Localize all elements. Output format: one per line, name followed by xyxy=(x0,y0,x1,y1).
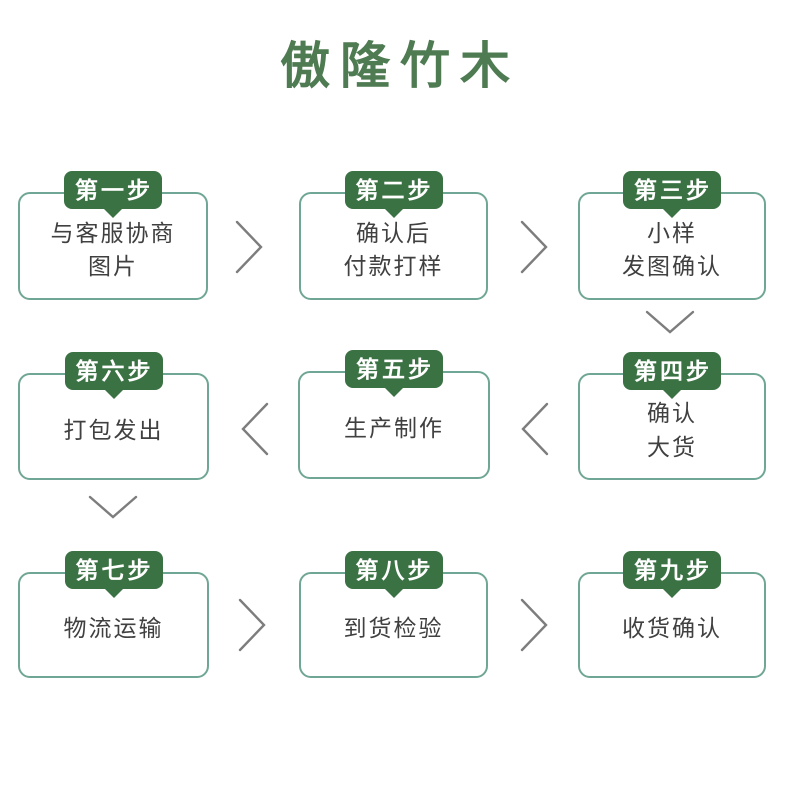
arrow-right-icon xyxy=(520,598,548,652)
step-4-text: 确认 大货 xyxy=(647,400,697,460)
arrow-right-icon xyxy=(520,220,548,274)
step-5-text: 生产制作 xyxy=(344,415,444,442)
arrow-left-icon xyxy=(241,402,269,456)
step-3-card: 第三步 小样 发图确认 xyxy=(578,171,766,300)
step-5-card: 第五步 生产制作 xyxy=(298,350,490,479)
step-8-card: 第八步 到货检验 xyxy=(299,551,488,678)
step-4-badge: 第四步 xyxy=(623,352,721,390)
step-2-text: 确认后 付款打样 xyxy=(343,219,444,279)
step-7-badge: 第七步 xyxy=(64,551,163,589)
step-4-card: 第四步 确认 大货 xyxy=(578,352,766,480)
step-6-card: 第六步 打包发出 xyxy=(18,352,209,480)
step-2-badge: 第二步 xyxy=(344,171,443,209)
page-title: 傲隆竹木 xyxy=(280,38,520,94)
step-1-badge: 第一步 xyxy=(64,171,162,209)
step-6-text: 打包发出 xyxy=(63,416,164,443)
step-5-badge: 第五步 xyxy=(345,350,443,388)
step-3-badge: 第三步 xyxy=(623,171,721,209)
arrow-down-icon xyxy=(88,495,138,519)
step-8-badge: 第八步 xyxy=(344,551,443,589)
step-7-text: 物流运输 xyxy=(63,615,164,642)
step-2-card: 第二步 确认后 付款打样 xyxy=(299,171,488,300)
arrow-down-icon xyxy=(645,310,695,334)
step-8-text: 到货检验 xyxy=(343,615,444,642)
step-6-badge: 第六步 xyxy=(64,352,163,390)
arrow-right-icon xyxy=(238,598,266,652)
step-9-badge: 第九步 xyxy=(623,551,721,589)
arrow-right-icon xyxy=(235,220,263,274)
arrow-left-icon xyxy=(521,402,549,456)
step-3-text: 小样 发图确认 xyxy=(622,219,722,279)
step-7-card: 第七步 物流运输 xyxy=(18,551,209,678)
step-9-card: 第九步 收货确认 xyxy=(578,551,766,678)
step-1-card: 第一步 与客服协商 图片 xyxy=(18,171,208,300)
step-9-text: 收货确认 xyxy=(622,615,722,642)
step-1-text: 与客服协商 图片 xyxy=(50,219,176,279)
